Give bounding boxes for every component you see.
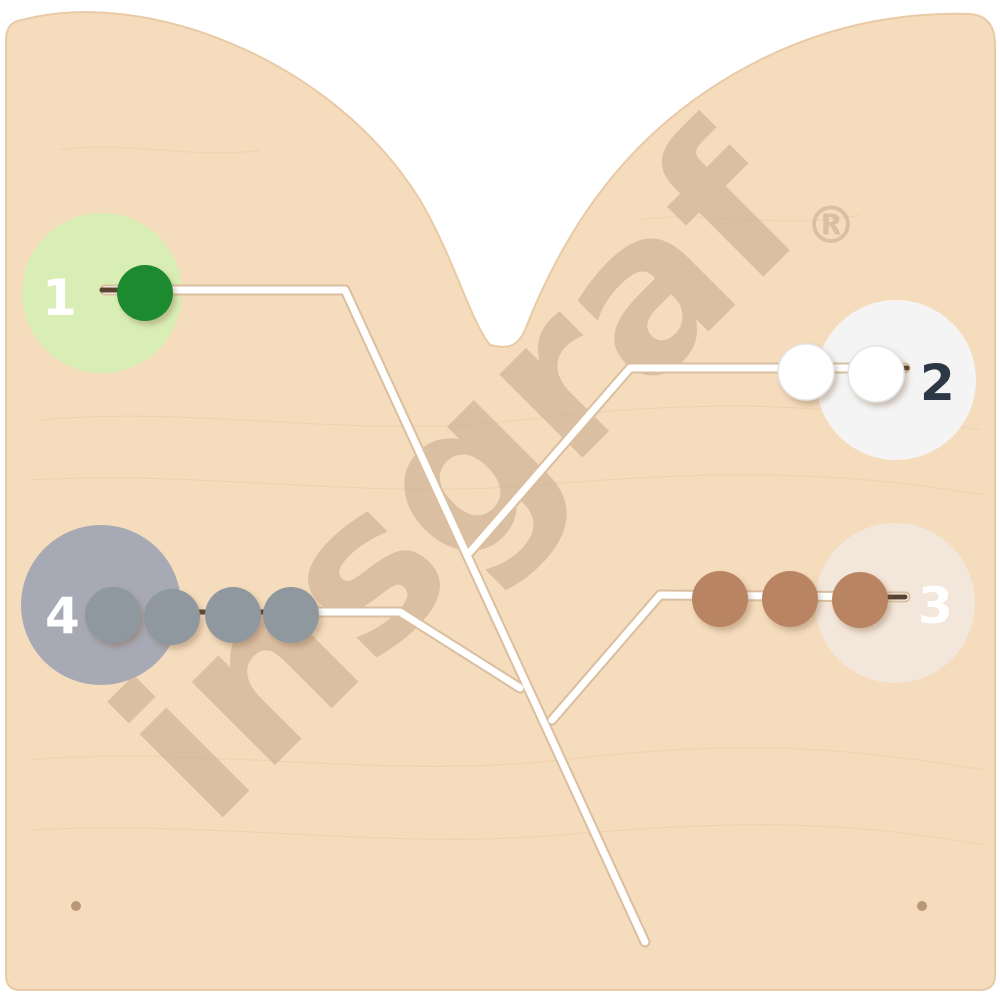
station-3-disc xyxy=(815,523,975,683)
bead-brown[interactable] xyxy=(762,571,818,627)
bead-brown[interactable] xyxy=(692,571,748,627)
station-1-beads xyxy=(117,265,173,321)
mounting-hole-left xyxy=(71,901,81,911)
beads xyxy=(85,265,905,645)
mounting-hole-right xyxy=(917,901,927,911)
bead-gray[interactable] xyxy=(85,587,141,643)
station-3-beads xyxy=(692,571,888,628)
station-4-number: 4 xyxy=(45,587,80,645)
bead-white[interactable] xyxy=(847,345,905,403)
bead-white[interactable] xyxy=(777,343,835,401)
track-4[interactable] xyxy=(301,608,524,692)
watermark-registered-mark: ® xyxy=(805,196,857,256)
station-4-beads xyxy=(85,587,319,645)
station-3-number: 3 xyxy=(918,577,953,635)
bead-gray[interactable] xyxy=(205,587,261,643)
bead-green[interactable] xyxy=(117,265,173,321)
wood-grain xyxy=(29,146,986,846)
bead-gray[interactable] xyxy=(144,589,200,645)
station-2-beads xyxy=(777,343,905,403)
bead-brown[interactable] xyxy=(832,572,888,628)
board-panel xyxy=(5,11,996,991)
bead-gray[interactable] xyxy=(263,587,319,643)
station-2-number: 2 xyxy=(920,354,955,412)
track-1[interactable] xyxy=(101,286,649,946)
track-3[interactable] xyxy=(548,591,909,724)
station-1-number: 1 xyxy=(42,269,77,327)
